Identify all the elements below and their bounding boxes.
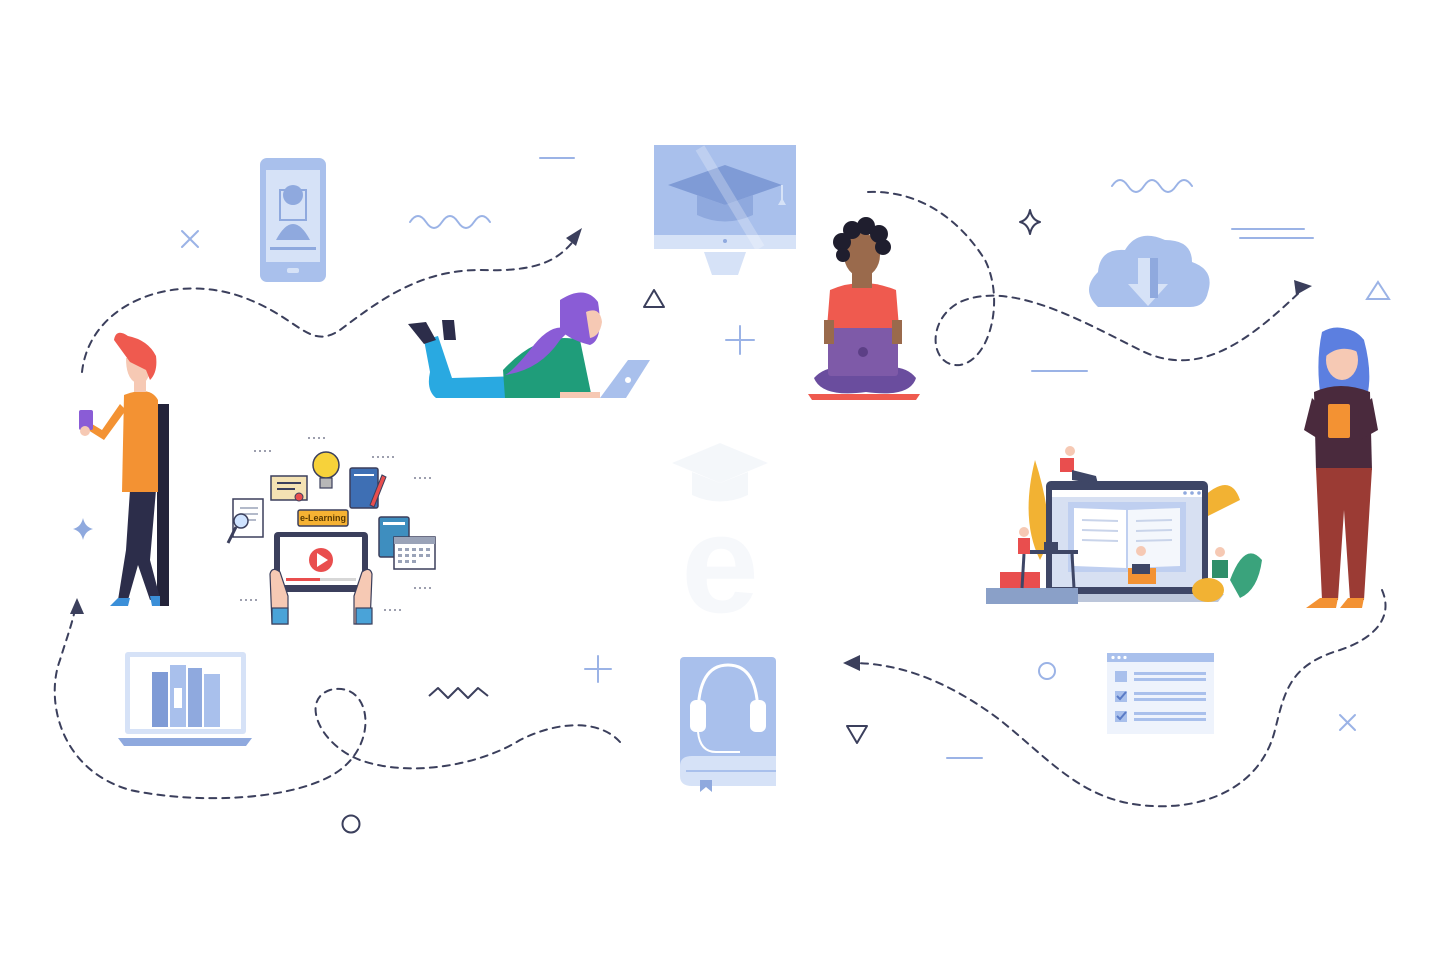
zigzag-icon <box>428 687 489 699</box>
decorations <box>181 157 1391 759</box>
sparkle-icon <box>73 518 93 540</box>
online-classroom-scene <box>986 446 1262 604</box>
wave-icon <box>1111 179 1193 193</box>
cross-icon <box>181 230 199 248</box>
wave-icon <box>409 215 491 229</box>
cross-icon <box>1339 714 1356 731</box>
dashed-journey-path <box>53 190 1387 808</box>
phone-profile-icon <box>260 158 326 282</box>
arrow-head-icon <box>1294 280 1312 295</box>
elearning-logo-watermark: e <box>672 443 768 642</box>
woman-with-tablet-figure <box>1304 327 1378 608</box>
watermark-letter: e <box>681 485 759 642</box>
cloud-download-icon <box>1089 235 1210 307</box>
man-with-phone-figure <box>79 332 169 606</box>
circle-outline-icon <box>341 814 361 834</box>
checklist-window-icon <box>1107 653 1214 734</box>
plus-icon <box>584 655 612 683</box>
dark-decorations <box>341 209 1041 834</box>
person-sitting-with-laptop-figure <box>808 217 920 400</box>
arrow-head-icon <box>843 655 860 671</box>
circle-outline-icon <box>1038 662 1056 680</box>
triangle-outline-icon <box>846 725 868 744</box>
triangle-outline-icon <box>643 289 665 308</box>
sparkle-icon <box>1019 209 1041 235</box>
triangle-outline-icon <box>1365 280 1391 300</box>
path-arrowheads <box>70 228 1312 671</box>
arrow-head-icon <box>70 598 84 614</box>
laptop-library-icon <box>118 652 252 746</box>
plus-icon <box>725 325 755 355</box>
elearning-badge-text: e-Learning <box>300 513 346 523</box>
graduation-monitor-icon <box>654 145 796 275</box>
audiobook-headphones-icon <box>680 657 776 792</box>
elearning-collage: e-Learning <box>226 437 436 625</box>
arrow-head-icon <box>566 228 582 246</box>
girl-lying-with-laptop-figure <box>408 292 650 398</box>
